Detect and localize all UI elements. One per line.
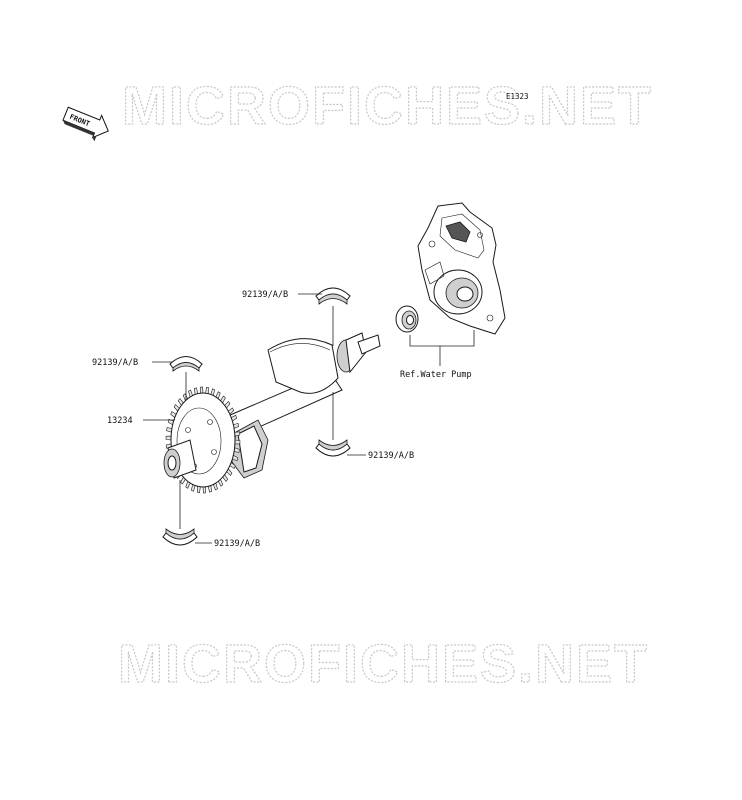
callout-water-pump-ref: Ref.Water Pump: [400, 370, 472, 380]
leader-lines: [143, 293, 475, 544]
gear-tooth: [197, 486, 201, 494]
water-pump-housing: [417, 202, 506, 335]
callout-bearing-mid: 92139/A/B: [368, 451, 414, 461]
balancer-shaft: [199, 332, 381, 479]
bearing-shell-left: [169, 356, 203, 372]
watermark-top: MICROFICHES.NET: [122, 76, 653, 136]
watermark-bottom: MICROFICHES.NET: [118, 634, 649, 694]
callout-bearing-bottom: 92139/A/B: [214, 539, 260, 549]
callout-bearing-top: 92139/A/B: [242, 290, 288, 300]
gear-tooth: [165, 435, 172, 441]
gear-tooth: [202, 486, 206, 494]
balancer-gear: [163, 386, 241, 494]
front-arrow-icon: FRONT: [62, 106, 109, 142]
gear-tooth: [200, 386, 204, 394]
bearing-shell-bottom: [162, 528, 198, 546]
callout-gear: 13234: [107, 416, 133, 426]
bearing-shell-mid: [315, 439, 351, 457]
callout-bearing-left: 92139/A/B: [92, 358, 138, 368]
oil-seal: [395, 305, 419, 333]
bearing-shell-top: [315, 287, 351, 305]
gear-tooth: [205, 386, 209, 394]
gear-tooth: [234, 439, 241, 445]
diagram-code: E1323: [506, 92, 529, 101]
